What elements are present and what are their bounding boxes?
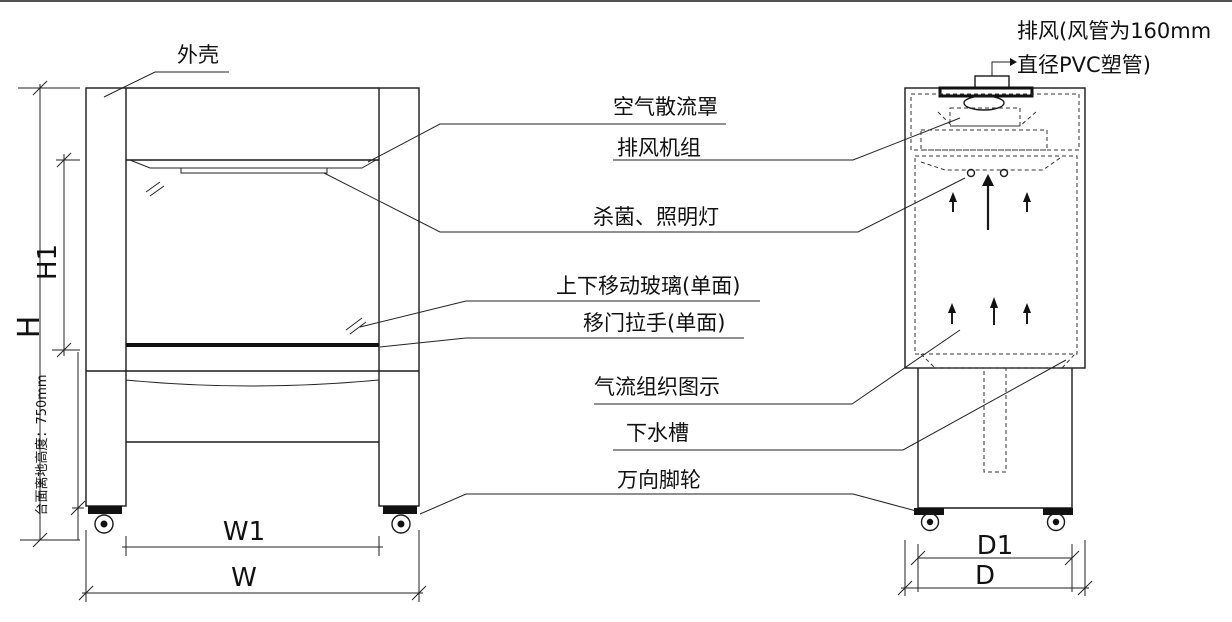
- caster-plate: [88, 506, 122, 514]
- arrowhead: [990, 297, 998, 308]
- side-work-chamber: [914, 155, 1078, 355]
- front-sink-curve: [125, 371, 380, 387]
- caster-plate: [383, 506, 417, 514]
- label-airflow: 气流组织图示: [594, 375, 720, 399]
- glass-mark-top-1: [145, 181, 161, 193]
- dim-d-tick-left: [897, 580, 913, 596]
- front-dimensions: H H1 台面离地高度：750mm W1 W: [12, 80, 427, 602]
- dim-table-height-label: 台面离地高度：750mm: [34, 374, 50, 515]
- dim-w-label: W: [231, 563, 257, 593]
- label-sink: 下水槽: [626, 421, 689, 445]
- side-view: [904, 75, 1086, 532]
- callouts: 外壳 空气散流罩 排风机组 杀菌、照明灯 上下移动玻璃(单面) 移门拉手(单面)…: [103, 19, 1211, 515]
- side-top-plenum: [910, 93, 1080, 151]
- caster-wheel: [1046, 512, 1066, 532]
- dim-w-tick-right: [411, 585, 427, 601]
- leader-sink: [613, 359, 1067, 451]
- side-diffuser: [920, 157, 1061, 171]
- dim-d1-tick-left: [910, 550, 926, 566]
- dim-h1-tick-top: [56, 152, 72, 168]
- dim-d1-label: D1: [977, 531, 1014, 561]
- side-exhaust-flange: [938, 86, 1034, 98]
- label-exhaust-line2: 直径PVC塑管): [1017, 53, 1151, 77]
- exhaust-arrowhead: [1010, 58, 1017, 66]
- caster-wheel: [94, 514, 114, 534]
- caster-plate: [1043, 508, 1073, 515]
- airflow-arrows: [948, 174, 1031, 325]
- caster-wheel: [920, 512, 940, 532]
- dim-h1-label: H1: [33, 244, 63, 280]
- leader-airflow: [594, 329, 961, 405]
- leader-handle: [379, 337, 744, 348]
- leader-glass: [359, 300, 760, 328]
- label-glass: 上下移动玻璃(单面): [556, 274, 740, 298]
- glass-mark-top-2: [149, 185, 165, 197]
- caster-wheel: [391, 514, 411, 534]
- arrowhead: [948, 303, 956, 313]
- side-fan-guard: [937, 111, 1037, 127]
- glass-mark-bottom-1: [345, 317, 363, 331]
- leader-casters: [419, 493, 921, 515]
- caster-hub: [926, 518, 934, 526]
- leader-shell: [103, 71, 229, 98]
- dim-d-label: D: [975, 561, 995, 591]
- label-air-diffuser: 空气散流罩: [613, 95, 718, 119]
- dim-h-tick-top: [32, 80, 48, 96]
- front-diffuser-hood: [129, 159, 377, 169]
- dim-w-tick-left: [78, 585, 94, 601]
- label-handle: 移门拉手(单面): [583, 311, 725, 335]
- glass-mark-bottom-2: [349, 321, 367, 335]
- arrowhead: [982, 174, 994, 186]
- label-uv-light: 杀菌、照明灯: [593, 205, 719, 229]
- leader-air-diffuser: [367, 123, 726, 163]
- arrowhead: [949, 192, 957, 202]
- side-fan: [963, 95, 1005, 111]
- front-caster-right: [383, 506, 417, 534]
- side-dimensions: D1 D: [897, 531, 1093, 596]
- side-lamp-left: [966, 168, 976, 178]
- label-exhaust-line1: 排风(风管为160mm: [1017, 19, 1211, 43]
- dim-table-height-tick: [70, 500, 86, 516]
- label-shell: 外壳: [177, 43, 219, 67]
- dim-d1-tick-right: [1064, 550, 1080, 566]
- caster-plate: [914, 508, 944, 515]
- side-fan-box: [949, 107, 1021, 127]
- caster-hub: [100, 520, 108, 528]
- arrowhead: [1023, 303, 1031, 313]
- dim-h-label: H: [12, 316, 47, 339]
- front-view: [85, 87, 420, 534]
- arrowhead: [1023, 192, 1031, 202]
- leader-exhaust: [991, 61, 1010, 76]
- caster-hub: [1052, 518, 1060, 526]
- caster-hub: [397, 520, 405, 528]
- side-drain-pipe: [983, 367, 1007, 473]
- front-right-column: [378, 87, 420, 507]
- side-sink-tray: [920, 353, 1076, 369]
- leader-exhaust-unit: [613, 117, 961, 161]
- front-caster-left: [88, 506, 122, 534]
- front-left-column: [85, 87, 127, 507]
- side-caster-right: [1043, 508, 1073, 532]
- side-exhaust-duct: [974, 75, 1010, 89]
- side-caster-left: [914, 508, 944, 532]
- leader-uv-light: [323, 172, 966, 233]
- label-exhaust-unit: 排风机组: [617, 136, 701, 160]
- dim-w1-label: W1: [223, 517, 265, 547]
- side-lamp-right: [999, 168, 1009, 178]
- dim-d-tick-right: [1077, 580, 1093, 596]
- side-filter: [920, 129, 1048, 151]
- label-casters: 万向脚轮: [617, 468, 701, 492]
- front-uv-light: [180, 167, 328, 174]
